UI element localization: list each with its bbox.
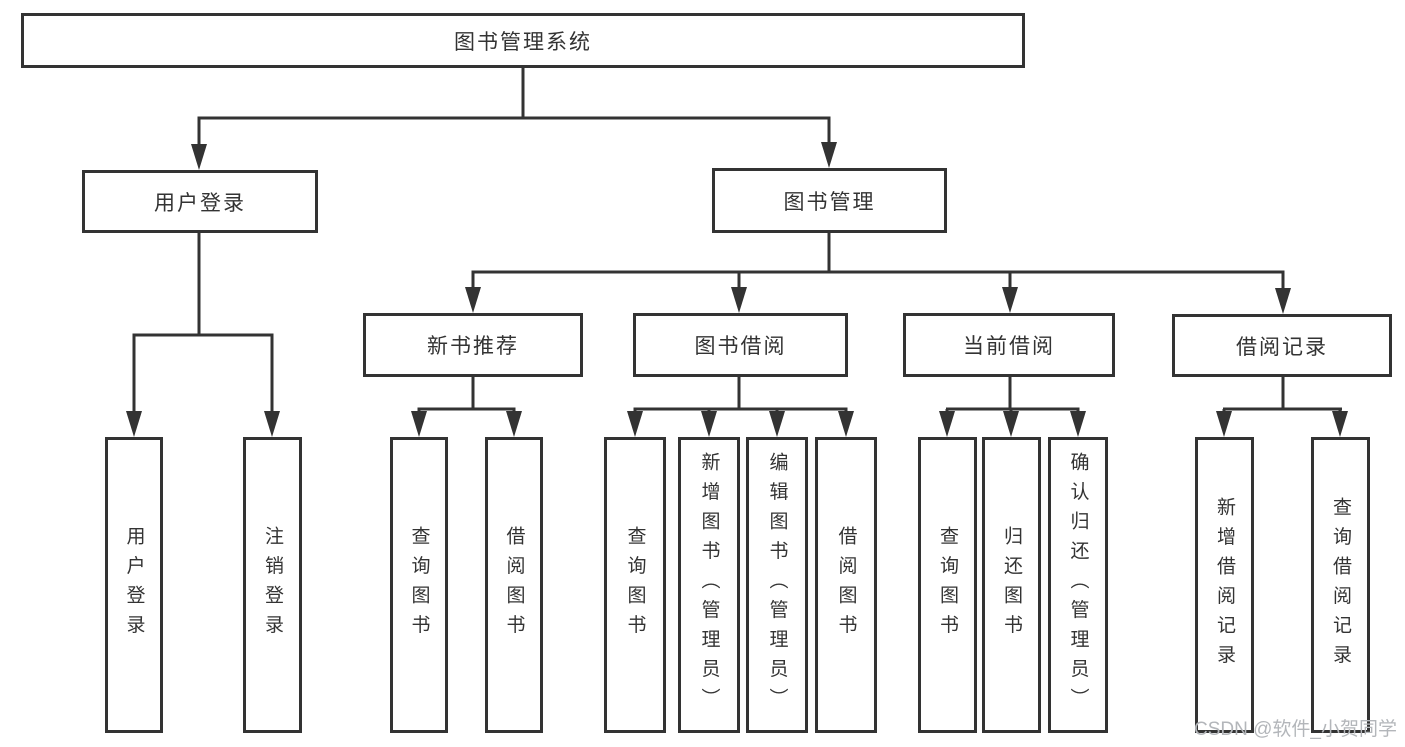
leaf-confirm-return-admin: 确认归还（管理员） [1048, 437, 1108, 733]
leaf-query-book-1-label: 查询图书 [408, 526, 430, 644]
node-root-label: 图书管理系统 [454, 30, 592, 54]
node-new-book-recommend: 新书推荐 [363, 313, 583, 377]
leaf-user-login-label: 用户登录 [123, 526, 145, 644]
node-root: 图书管理系统 [21, 13, 1025, 68]
leaf-user-login: 用户登录 [105, 437, 163, 733]
leaf-logout-label: 注销登录 [262, 526, 283, 644]
node-user-login-label: 用户登录 [154, 191, 246, 215]
leaf-edit-book-admin-label: 编辑图书（管理员） [766, 452, 788, 718]
leaf-query-book-3-label: 查询图书 [937, 526, 958, 644]
node-book-management: 图书管理 [712, 168, 947, 233]
node-user-login: 用户登录 [82, 170, 318, 233]
leaf-logout: 注销登录 [243, 437, 302, 733]
leaf-query-book-3: 查询图书 [918, 437, 977, 733]
leaf-borrow-book-1: 借阅图书 [485, 437, 543, 733]
leaf-borrow-book-2-label: 借阅图书 [835, 526, 857, 644]
node-borrow-records-label: 借阅记录 [1236, 335, 1328, 359]
leaf-borrow-book-2: 借阅图书 [815, 437, 877, 733]
leaf-add-borrow-record-label: 新增借阅记录 [1214, 496, 1235, 674]
node-new-book-recommend-label: 新书推荐 [427, 335, 519, 358]
leaf-return-book-label: 归还图书 [1001, 526, 1022, 644]
leaf-query-book-2-label: 查询图书 [624, 526, 646, 644]
leaf-edit-book-admin: 编辑图书（管理员） [746, 437, 808, 733]
node-borrow-records: 借阅记录 [1172, 314, 1392, 377]
leaf-query-borrow-record: 查询借阅记录 [1311, 437, 1370, 733]
node-current-borrowing: 当前借阅 [903, 313, 1115, 377]
node-current-borrowing-label: 当前借阅 [963, 335, 1055, 358]
leaf-add-borrow-record: 新增借阅记录 [1195, 437, 1254, 733]
leaf-return-book: 归还图书 [982, 437, 1041, 733]
leaf-query-book-1: 查询图书 [390, 437, 448, 733]
leaf-add-book-admin: 新增图书（管理员） [678, 437, 740, 733]
node-book-management-label: 图书管理 [783, 190, 876, 214]
node-book-borrowing-label: 图书借阅 [694, 335, 787, 358]
leaf-confirm-return-admin-label: 确认归还（管理员） [1067, 452, 1089, 718]
csdn-watermark: CSDN @软件_小贺同学 [1194, 719, 1397, 740]
leaf-add-book-admin-label: 新增图书（管理员） [698, 452, 720, 718]
node-book-borrowing: 图书借阅 [633, 313, 848, 377]
leaf-query-borrow-record-label: 查询借阅记录 [1330, 496, 1351, 674]
leaf-query-book-2: 查询图书 [604, 437, 666, 733]
leaf-borrow-book-1-label: 借阅图书 [503, 526, 525, 644]
